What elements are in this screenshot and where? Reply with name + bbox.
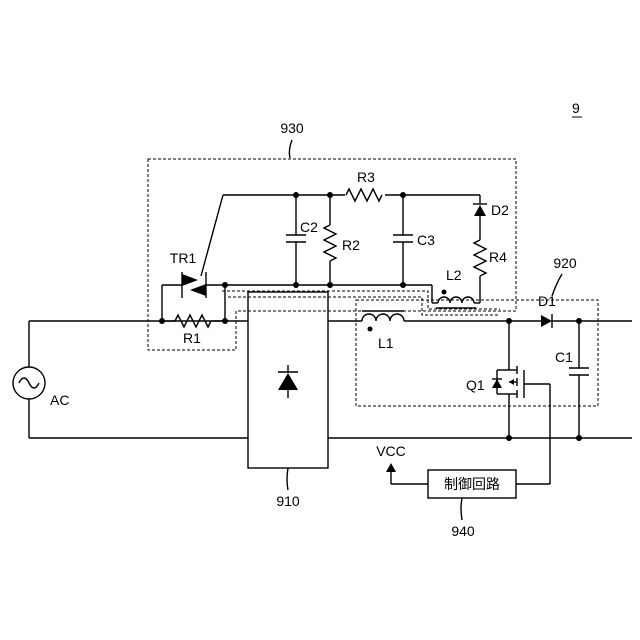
l1-polarity-dot xyxy=(368,327,373,332)
d1-label: D1 xyxy=(538,293,556,309)
rectifier-leader xyxy=(287,468,288,490)
r3-label: R3 xyxy=(357,169,375,185)
ac-source-icon xyxy=(13,367,45,399)
r4-resistor xyxy=(474,240,486,303)
junction-tr1-right xyxy=(222,282,228,288)
vcc-arrow-icon xyxy=(386,463,396,472)
c2-capacitor xyxy=(286,195,306,285)
r4-label: R4 xyxy=(489,249,507,265)
rectifier-label: 910 xyxy=(276,493,300,509)
junction-r2-top xyxy=(327,192,333,198)
l2-label: L2 xyxy=(446,267,462,283)
snubber-block-label: 930 xyxy=(280,120,304,136)
r1-label: R1 xyxy=(183,330,201,346)
c1-capacitor xyxy=(569,321,589,438)
tr1-label: TR1 xyxy=(170,250,197,266)
l1-inductor xyxy=(362,311,509,321)
l1-label: L1 xyxy=(378,335,394,351)
junction-q1-bottom xyxy=(506,435,512,441)
r3-resistor xyxy=(345,188,385,202)
c2-label: C2 xyxy=(300,219,318,235)
q1-mosfet xyxy=(492,321,550,438)
r2-label: R2 xyxy=(342,237,360,253)
junction-r2-bottom xyxy=(327,282,333,288)
junction-c2-top xyxy=(293,192,299,198)
junction-c3-bottom xyxy=(400,282,406,288)
figure-number: 9 xyxy=(572,100,580,116)
rectifier-diode-icon xyxy=(278,365,298,398)
ac-label: AC xyxy=(50,392,69,408)
r2-resistor xyxy=(324,195,336,285)
d1-diode xyxy=(541,314,552,328)
junction-c1-bottom xyxy=(576,435,582,441)
c1-label: C1 xyxy=(555,349,573,365)
pfc-block-label: 920 xyxy=(553,255,577,271)
d2-diode xyxy=(473,195,487,240)
junction-c2-bottom xyxy=(293,282,299,288)
d2-label: D2 xyxy=(491,202,509,218)
junction-c3-top xyxy=(400,192,406,198)
q1-label: Q1 xyxy=(466,377,485,393)
c3-capacitor xyxy=(393,195,413,285)
snubber-leader xyxy=(289,140,292,158)
r1-resistor xyxy=(162,315,225,327)
vcc-label: VCC xyxy=(376,443,406,459)
l2-inductor xyxy=(432,285,480,308)
control-block-label: 940 xyxy=(451,523,475,539)
c3-label: C3 xyxy=(417,232,435,248)
l2-polarity-dot xyxy=(442,290,447,295)
control-leader xyxy=(461,498,462,520)
control-label: 制御回路 xyxy=(444,477,500,493)
